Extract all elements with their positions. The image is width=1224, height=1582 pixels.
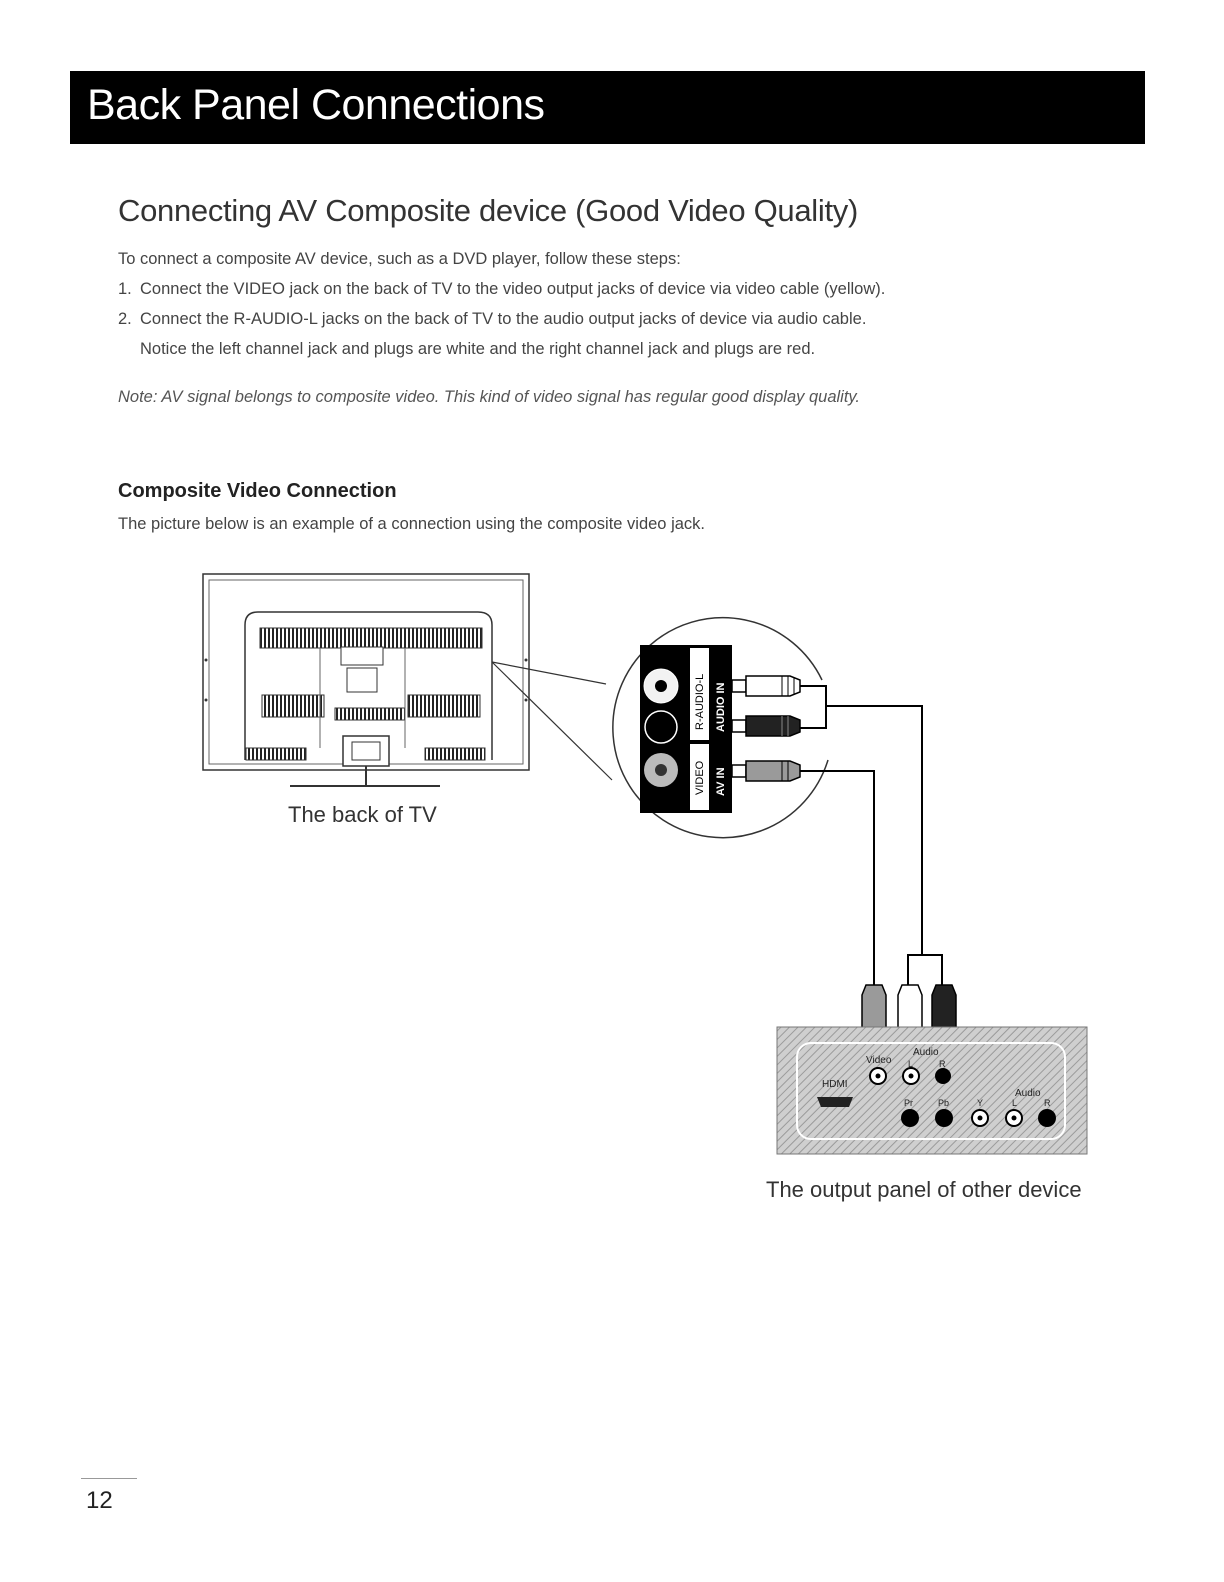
- device-output-panel: HDMI Video Audio L R Audio Pr Pb Y L R: [776, 1026, 1088, 1155]
- hdmi-label: HDMI: [822, 1079, 848, 1090]
- intro-text: To connect a composite AV device, such a…: [118, 250, 681, 268]
- audio-output-label: Audio: [913, 1047, 939, 1058]
- tv-plug-yellow: [731, 760, 801, 782]
- cables: [800, 685, 943, 985]
- y-label: Y: [977, 1098, 983, 1108]
- step-1-number: 1.: [118, 280, 132, 298]
- subsection-description: The picture below is an example of a con…: [118, 515, 705, 533]
- r-audio-l-label: R-AUDIO-L: [694, 674, 706, 730]
- pr-label: Pr: [904, 1098, 913, 1108]
- subsection-title: Composite Video Connection: [118, 480, 397, 502]
- step-2-text: Connect the R-AUDIO-L jacks on the back …: [140, 310, 867, 328]
- component-audio-label: Audio: [1015, 1088, 1041, 1099]
- audio-in-label: AUDIO IN: [715, 682, 727, 732]
- tv-side-plugs: [731, 675, 801, 782]
- video-output-label: Video: [866, 1055, 892, 1066]
- tv-back-caption: The back of TV: [288, 802, 437, 827]
- tv-back-illustration: [202, 573, 530, 787]
- footer-rule: [81, 1478, 137, 1479]
- step-2: 2. Connect the R-AUDIO-L jacks on the bac…: [118, 310, 866, 329]
- pb-label: Pb: [938, 1098, 949, 1108]
- device-side-plugs: [861, 984, 957, 1051]
- page-number: 12: [86, 1487, 113, 1514]
- note-text: Note: AV signal belongs to composite vid…: [118, 388, 861, 406]
- device-panel-caption: The output panel of other device: [766, 1177, 1082, 1202]
- header-bar: Back Panel Connections: [70, 71, 1145, 144]
- step-2-number: 2.: [118, 310, 132, 328]
- video-label: VIDEO: [694, 760, 706, 795]
- audio-l-label: L: [908, 1059, 913, 1069]
- component-r-label: R: [1044, 1098, 1051, 1108]
- step-1: 1. Connect the VIDEO jack on the back of …: [118, 280, 885, 299]
- tv-plug-white: [731, 675, 801, 697]
- page-header-title: Back Panel Connections: [87, 81, 545, 129]
- av-in-label: AV IN: [715, 767, 727, 796]
- audio-r-label: R: [939, 1059, 946, 1069]
- tv-av-jack-panel: R-AUDIO-L VIDEO AUDIO IN AV IN: [640, 645, 732, 813]
- step-2-continuation: Notice the left channel jack and plugs a…: [140, 340, 816, 358]
- component-l-label: L: [1012, 1098, 1017, 1108]
- step-1-text: Connect the VIDEO jack on the back of TV…: [140, 280, 886, 298]
- section-title: Connecting AV Composite device (Good Vid…: [118, 193, 859, 228]
- tv-plug-red: [731, 715, 801, 737]
